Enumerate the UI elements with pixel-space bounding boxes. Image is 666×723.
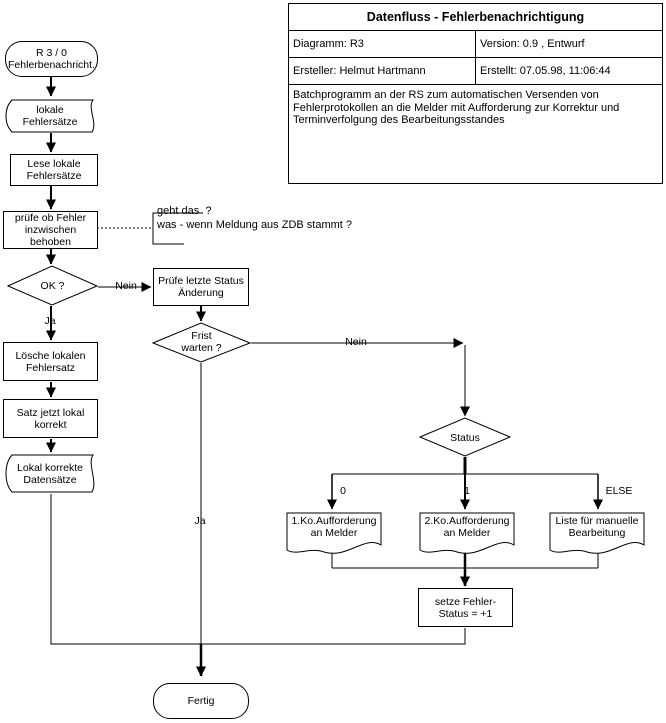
edge-label-branch-0: 0 [340, 485, 346, 497]
shape-local-correct-data [5, 454, 95, 493]
shape-doc-second-request [419, 512, 515, 554]
header-table: Datenfluss - Fehlerbenachrichtigung Diag… [288, 3, 663, 184]
table-row: Diagramm: R3 Version: 0.9 , Entwurf [289, 31, 662, 58]
shape-status-diamond [418, 417, 512, 457]
cell-diagram: Diagramm: R3 [289, 31, 476, 57]
cell-description: Batchprogramm an der RS zum automatische… [293, 89, 620, 126]
edge-label-ja-ok: Ja [44, 315, 56, 327]
edge-merge-bottom [50, 494, 466, 645]
node-wait-decision-label: Frist warten ? [181, 329, 222, 354]
node-start: R 3 / 0 Fehlerbenachricht. [5, 41, 98, 77]
node-finish: Fertig [153, 683, 249, 719]
edge-label-nein-wait: Nein [345, 336, 367, 348]
shape-wait-diamond [151, 322, 252, 363]
table-row: Ersteller: Helmut Hartmann Erstellt: 07.… [289, 58, 662, 85]
node-record-correct: Satz jetzt lokal korrekt [3, 399, 98, 438]
edge-label-nein-ok: Nein [115, 280, 137, 292]
shape-local-error-data [5, 99, 95, 133]
edges [46, 77, 603, 677]
cell-created: Erstellt: 07.05.98, 11:06:44 [480, 65, 611, 77]
node-doc-first-request-label: 1.Ko.Aufforderung an Melder [291, 515, 377, 539]
node-local-error-data-label: lokale Fehlersätze [22, 104, 78, 128]
node-status-decision-label: Status [450, 431, 480, 444]
shape-doc-first-request [286, 512, 382, 554]
shape-ok-diamond [6, 265, 99, 306]
node-ok-decision-label: OK ? [40, 280, 65, 292]
node-doc-second-request-label: 2.Ko.Aufforderung an Melder [424, 515, 510, 539]
cell-author: Ersteller: Helmut Hartmann [289, 58, 476, 84]
shape-doc-manual-list [549, 512, 645, 554]
edge-label-branch-else: ELSE [605, 485, 633, 497]
node-doc-manual-list-label: Liste für manuelle Bearbeitung [555, 515, 639, 539]
cell-version: Version: 0.9 , Entwurf [480, 38, 585, 50]
edge-label-ja-wait: Ja [194, 515, 206, 527]
node-check-last-status: Prüfe letzte Status Änderung [153, 268, 249, 306]
annotation-bracket [152, 212, 203, 245]
diagram-title: Datenfluss - Fehlerbenachrichtigung [289, 4, 662, 31]
node-set-error-status: setze Fehler- Status = +1 [418, 588, 513, 627]
node-read-local-errors: Lese lokale Fehlersätze [10, 154, 98, 186]
edge-label-branch-1: 1 [464, 485, 470, 497]
node-delete-local-error: Lösche lokalen Fehlersatz [3, 342, 98, 381]
annotation-note: geht das ? was - wenn Meldung aus ZDB st… [157, 205, 353, 231]
node-check-error-fixed: prüfe ob Fehler inzwischen behoben [3, 211, 98, 249]
node-local-correct-data-label: Lokal korrekte Datensätze [17, 461, 83, 486]
